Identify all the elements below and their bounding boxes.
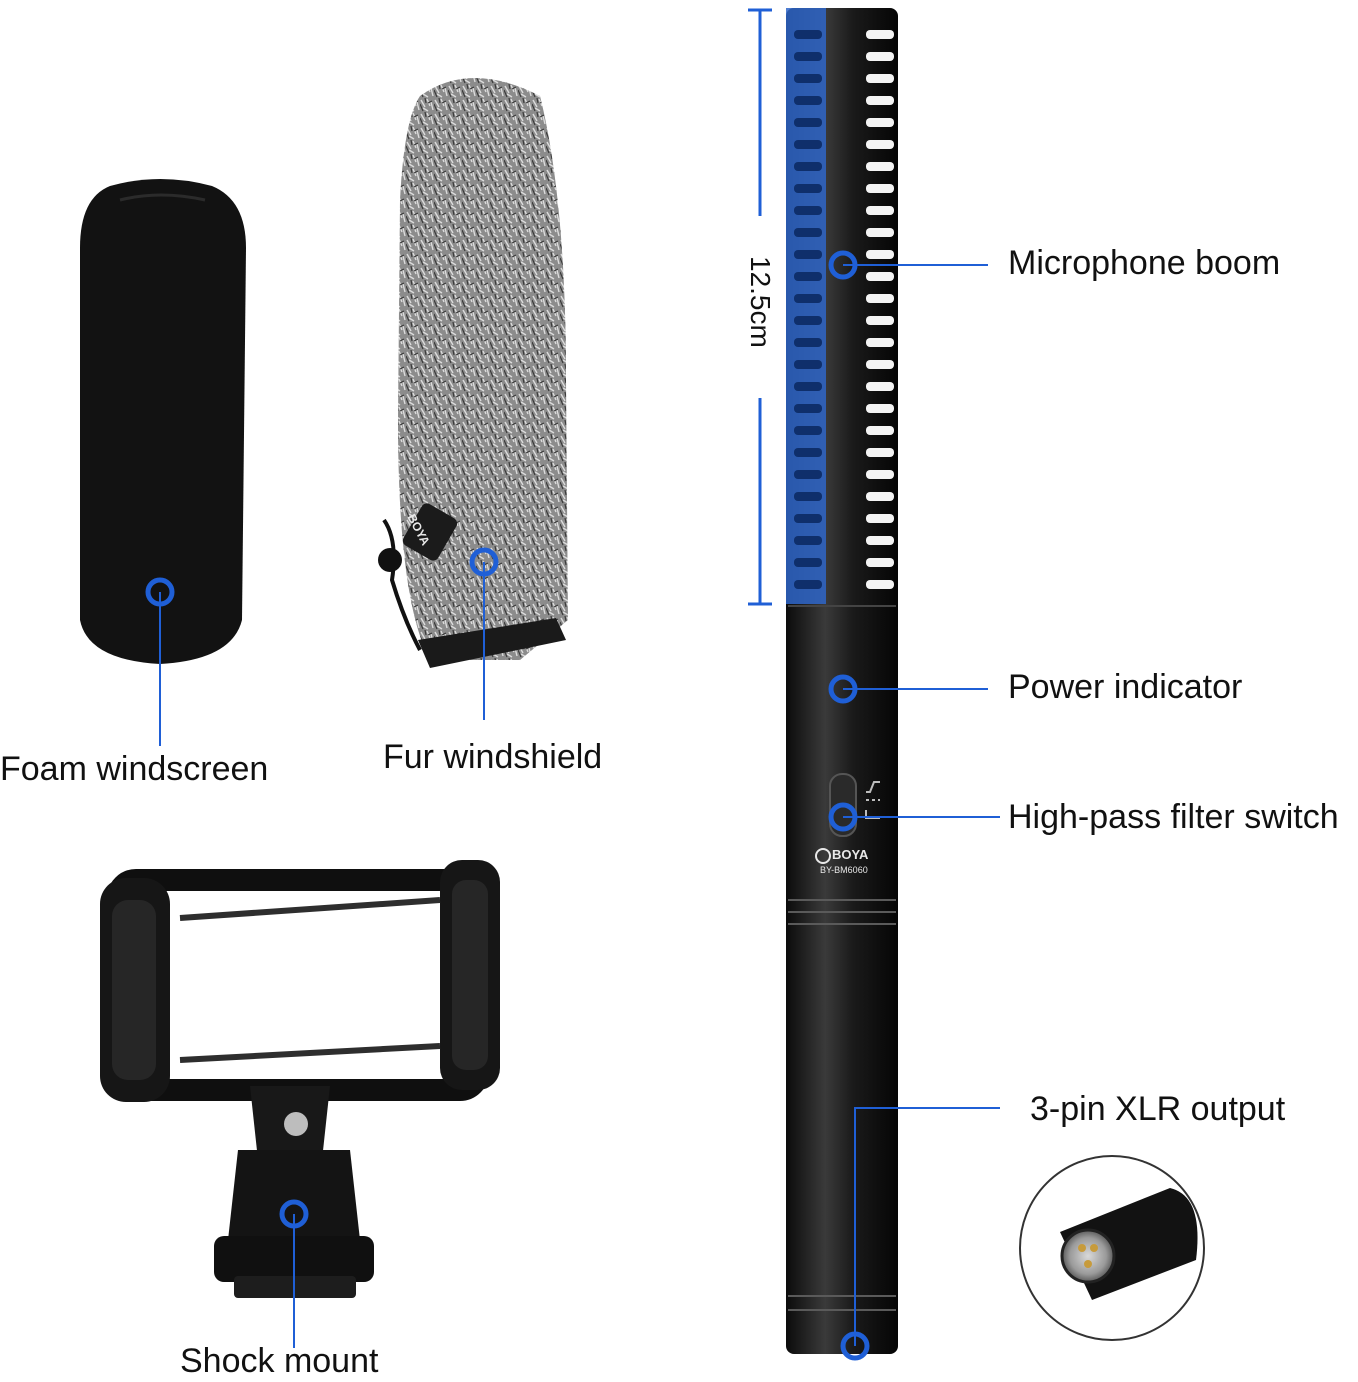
grille-slot (866, 514, 894, 523)
boom-slots (794, 30, 894, 589)
brand-name: BOYA (832, 847, 869, 862)
grille-slot (866, 250, 894, 259)
grille-slot (794, 360, 822, 369)
marker-microphone-boom (828, 250, 858, 280)
grille-slot (866, 404, 894, 413)
grille-slot (794, 382, 822, 391)
grille-slot (866, 96, 894, 105)
model-number: BY-BM6060 (820, 865, 868, 875)
grille-slot (866, 360, 894, 369)
label-foam-windscreen: Foam windscreen (0, 750, 269, 788)
grille-slot (866, 382, 894, 391)
grille-slot (794, 206, 822, 215)
foam-windscreen (80, 179, 246, 664)
grille-slot (866, 426, 894, 435)
grille-slot (794, 30, 822, 39)
label-xlr-output: 3-pin XLR output (1030, 1090, 1286, 1128)
grille-slot (794, 448, 822, 457)
grille-slot (866, 558, 894, 567)
grille-slot (794, 140, 822, 149)
grille-slot (866, 470, 894, 479)
label-microphone-boom: Microphone boom (1008, 244, 1281, 282)
grille-slot (794, 250, 822, 259)
leader-xlr-output (854, 1107, 1000, 1346)
grille-slot (794, 74, 822, 83)
grille-slot (866, 52, 894, 61)
grille-slot (794, 52, 822, 61)
grille-slot (866, 338, 894, 347)
marker-foam-windscreen (145, 577, 175, 607)
fur-windshield (378, 78, 568, 668)
grille-slot (794, 96, 822, 105)
grille-slot (866, 228, 894, 237)
grille-slot (794, 580, 822, 589)
marker-fur-windshield (469, 547, 499, 577)
dimension-bracket (748, 8, 772, 606)
grille-slot (866, 30, 894, 39)
grille-slot (866, 206, 894, 215)
label-power-indicator: Power indicator (1008, 668, 1243, 706)
grille-slot (794, 162, 822, 171)
grille-slot (794, 514, 822, 523)
grille-slot (794, 470, 822, 479)
xlr-connector-inset (1019, 1155, 1205, 1341)
grille-slot (794, 558, 822, 567)
brand-logo-icon (815, 848, 831, 864)
marker-power-indicator (828, 674, 858, 704)
label-fur-windshield: Fur windshield (383, 738, 603, 776)
grille-slot (794, 404, 822, 413)
boom-highlight (786, 8, 826, 604)
grille-slot (794, 228, 822, 237)
grille-slot (794, 184, 822, 193)
grille-slot (866, 118, 894, 127)
grille-slot (866, 448, 894, 457)
microphone (786, 8, 898, 1354)
grille-slot (794, 492, 822, 501)
grille-slot (866, 536, 894, 545)
grille-slot (794, 536, 822, 545)
grille-slot (866, 492, 894, 501)
grille-slot (794, 272, 822, 281)
grille-slot (866, 140, 894, 149)
marker-high-pass-filter-switch (828, 802, 858, 832)
marker-xlr-output (840, 1331, 870, 1361)
grille-slot (866, 184, 894, 193)
grille-slot (794, 118, 822, 127)
grille-slot (866, 294, 894, 303)
leader-lines (159, 264, 1000, 1348)
marker-dots (145, 250, 870, 1361)
dimension-label: 12.5cm (745, 256, 776, 348)
grille-slot (866, 580, 894, 589)
grille-slot (866, 316, 894, 325)
label-high-pass-filter-switch: High-pass filter switch (1008, 798, 1339, 836)
grille-slot (794, 294, 822, 303)
grille-slot (794, 426, 822, 435)
grille-slot (866, 74, 894, 83)
grille-slot (866, 272, 894, 281)
label-shock-mount: Shock mount (180, 1342, 379, 1380)
grille-slot (794, 316, 822, 325)
shock-mount (100, 860, 500, 1298)
marker-shock-mount (279, 1199, 309, 1229)
grille-slot (866, 162, 894, 171)
grille-slot (794, 338, 822, 347)
